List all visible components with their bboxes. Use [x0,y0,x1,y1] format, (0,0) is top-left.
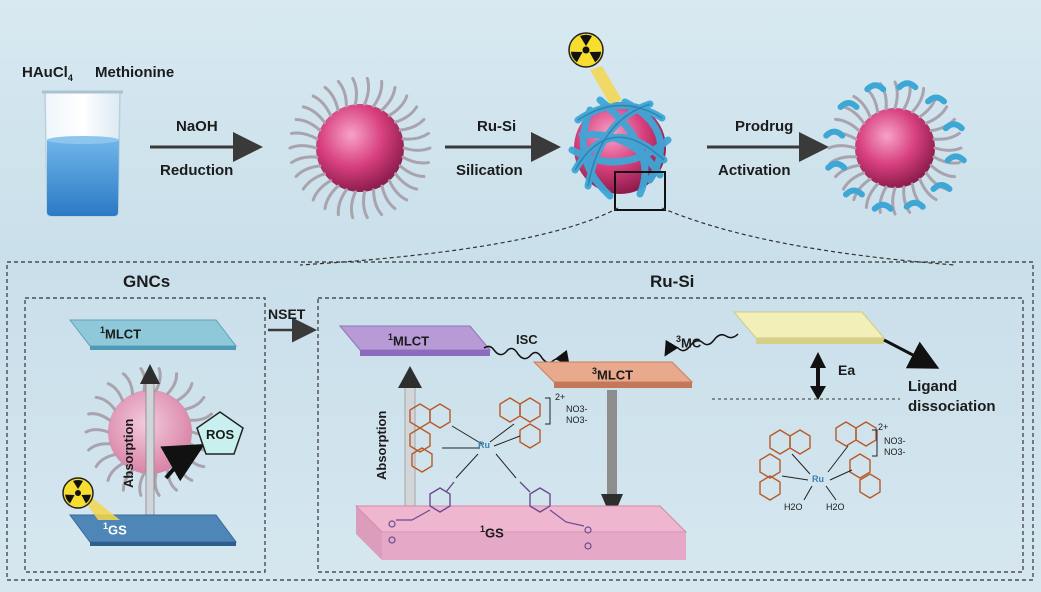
isc-label: ISC [516,332,538,347]
ros-arrow [160,444,205,482]
radiation-icon [62,477,94,509]
gncs-absorption-arrow [145,381,155,535]
isc-arrow [483,345,570,367]
ligand-label: Ligand [908,378,958,395]
gncs-panel [24,297,266,573]
rusi-title: Ru-Si [650,272,695,291]
mechanism-panel [6,261,1034,581]
bracket-1 [545,397,551,425]
counterion-2b: NO3- [884,447,906,457]
ru-atom-label-1: Ru [478,440,490,450]
zoom-line-right [661,207,956,266]
dissociated-complex [759,421,881,501]
step2-bottom-label: Silication [456,162,523,179]
ros-label: ROS [206,427,235,442]
ea-label: Ea [838,362,856,378]
rusi-panel [317,297,1024,573]
step1-top-label: NaOH [176,118,218,135]
ru-atom-label-2: Ru [812,474,824,484]
dissociated-bonds [781,445,853,501]
rusi-gs-level [354,505,688,533]
water-label-1: H2O [784,502,803,512]
dissociation-label: dissociation [908,398,996,415]
mc-arrow [664,333,739,357]
zoom-line-left [299,207,619,266]
gncs-absorption-label: Absorption [121,418,136,488]
mc3-label: 3MC [676,334,702,351]
ros-pentagon [196,411,244,455]
gncs-gs-level [69,514,237,543]
gncs-mlct-level [68,319,238,347]
gncs-gs-label: 1GS [103,521,127,538]
activated-nanocluster [823,80,967,216]
counterion-1a: NO3- [566,404,588,414]
gncs-title: GNCs [123,272,171,291]
rusi-mlct1-label: 1MLCT [388,332,430,349]
counterion-1b: NO3- [566,415,588,425]
rusi-mlct3-label: 3MLCT [592,366,634,383]
counterion-2a: NO3- [884,436,906,446]
silica-coated-nanocluster [568,66,672,211]
rusi-mc3-level [732,311,886,339]
ru-complex [409,397,541,473]
gncs-mlct-label: 1MLCT [100,325,142,342]
charge-label-1: 2+ [555,392,566,402]
step3-bottom-label: Activation [718,162,791,179]
silane-anchors [388,509,592,550]
ru-bonds [442,423,521,479]
charge-label-2: 2+ [878,422,889,432]
step1-bottom-label: Reduction [160,162,234,179]
reagent-haucl4: HAuCl4 [22,64,73,83]
beaker [42,90,123,217]
dissociation-arrow [883,338,940,369]
reagent-methionine: Methionine [95,64,175,81]
nitrile-linkers [429,481,551,513]
rusi-absorption-label: Absorption [374,410,389,480]
gold-nanocluster [288,76,432,220]
step2-top-label: Ru-Si [477,118,517,135]
bracket-2 [872,429,878,457]
rusi-gs-label: 1GS [480,524,504,541]
water-label-2: H2O [826,502,845,512]
nset-label: NSET [268,306,306,322]
radiation-icon [568,32,604,68]
step3-top-label: Prodrug [735,118,794,135]
